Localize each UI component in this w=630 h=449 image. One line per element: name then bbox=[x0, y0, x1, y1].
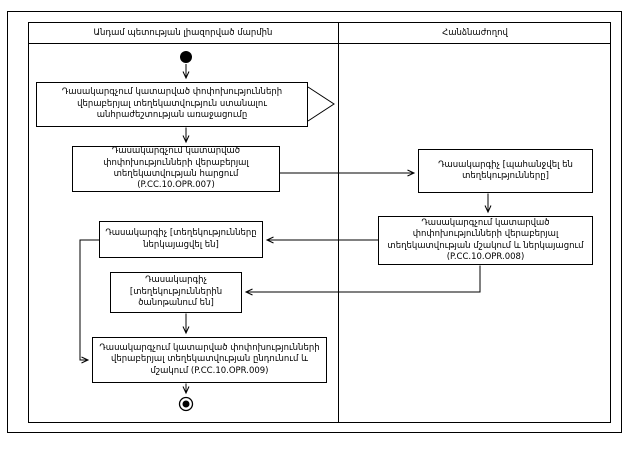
lane-divider bbox=[338, 22, 339, 423]
node-request-action-opr007: Դասակարգչում կատարված փոփոխությունների վ… bbox=[72, 146, 280, 192]
node-start-event: Դասակարգչում կատարված փոփոխությունների վ… bbox=[36, 82, 308, 127]
node-process-action-opr008: Դասակարգչում կատարված փոփոխությունների վ… bbox=[378, 216, 593, 265]
lane-title-authorized-body: Անդամ պետության լիազորված մարմին bbox=[93, 27, 273, 38]
node-state-reviewing: Դասակարգիչ [տեղեկություններին ծանոթանում… bbox=[110, 272, 242, 313]
lane-title-commission: Հանձնաժողով bbox=[442, 27, 508, 38]
swimlane-frame bbox=[28, 22, 611, 423]
node-state-presented: Դասակարգիչ [տեղեկությունները ներկայացվել… bbox=[99, 221, 263, 258]
node-receive-action-opr009: Դասակարգչում կատարված փոփոխությունների վ… bbox=[92, 337, 327, 383]
node-state-requested: Դասակարգիչ [պահանջվել են տեղեկություններ… bbox=[418, 149, 593, 193]
lane-header-underline bbox=[28, 43, 611, 44]
outer-border bbox=[7, 11, 622, 433]
